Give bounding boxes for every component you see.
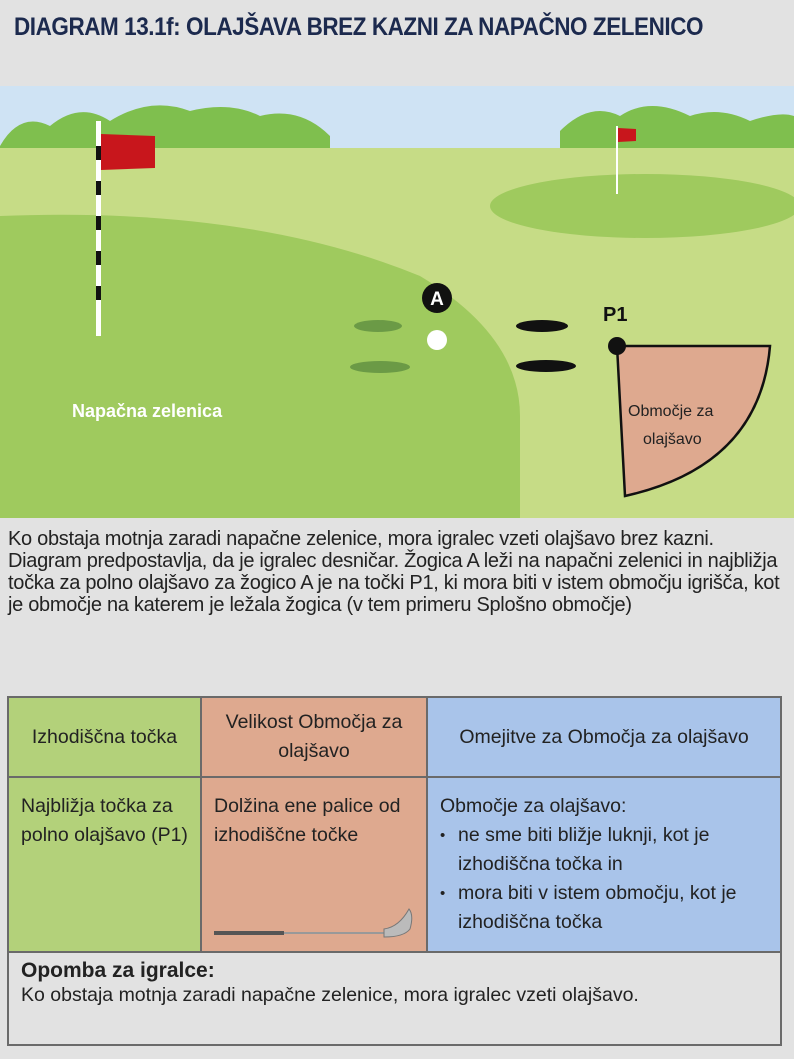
golf-club-icon [214, 908, 413, 938]
point-p1 [608, 337, 626, 355]
flag-near [96, 121, 155, 336]
header-area-size: Velikost Območja za olajšavo [200, 696, 428, 778]
svg-text:Območje za: Območje za [628, 403, 713, 420]
header-reference-point: Izhodiščna točka [7, 696, 202, 778]
trees [0, 105, 794, 161]
wrong-green [0, 214, 520, 518]
header-area-limits: Omejitve za Območja za olajšavo [426, 696, 782, 778]
note-title: Opomba za igralce: [21, 959, 215, 982]
footprints [350, 320, 410, 373]
svg-text:P1: P1 [603, 304, 627, 326]
limit-item: mora biti v istem območju, kot je izhodi… [440, 879, 768, 937]
flag-far [616, 126, 636, 194]
cell-limits-intro: Območje za olajšavo: [440, 795, 627, 817]
cell-area-size: Dolžina ene palice od izhodiščne točke [214, 795, 401, 846]
relief-table: Izhodiščna točka Velikost Območja za ola… [7, 696, 782, 953]
golf-diagram: A P1 Napačna zelenica Območje za olajšav… [0, 86, 794, 518]
relief-area [615, 344, 772, 498]
description: Ko obstaja motnja zaradi napačne zelenic… [8, 528, 780, 616]
footprints-right [516, 320, 576, 372]
players-note: Opomba za igralce: Ko obstaja motnja zar… [7, 943, 782, 1046]
ball-label: A [430, 289, 444, 310]
note-text: Ko obstaja motnja zaradi napačne zelenic… [21, 984, 639, 1006]
limit-item: ne sme biti bližje luknji, kot je izhodi… [440, 821, 768, 879]
ball-a [427, 330, 447, 350]
svg-text:Napačna zelenica: Napačna zelenica [72, 401, 223, 421]
page-title: DIAGRAM 13.1f: OLAJŠAVA BREZ KAZNI ZA NA… [14, 13, 704, 41]
svg-text:olajšavo: olajšavo [643, 431, 702, 448]
green-target [490, 174, 794, 238]
cell-reference-point: Najbližja točka za polno olajšavo (P1) [7, 776, 202, 953]
